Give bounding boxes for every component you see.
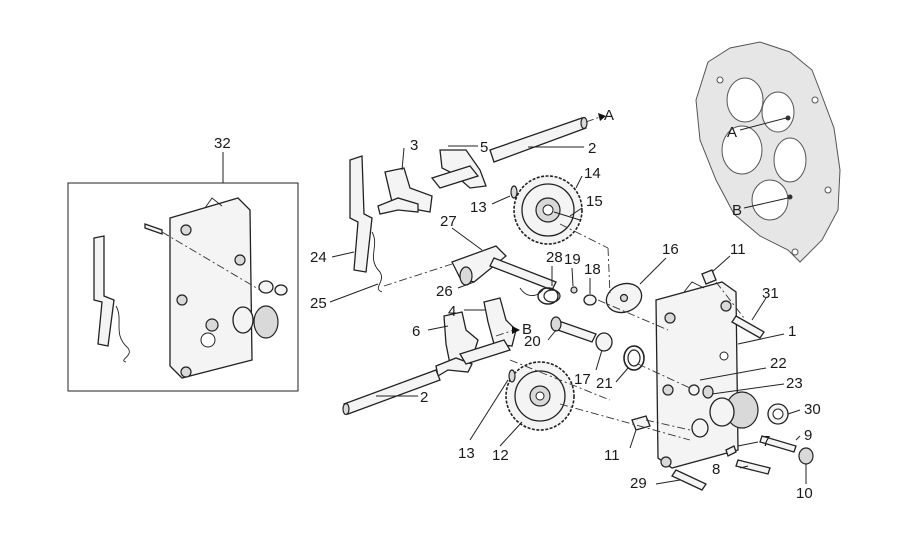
index-plate [605,257,667,314]
callout-6: 6 [412,323,420,340]
drum-shaft-group [547,316,645,383]
callout-5: 5 [480,139,488,156]
callout-22: 22 [770,355,787,372]
lower-gear-assembly [469,361,575,447]
upper-selector-shaft [489,113,606,163]
main-cover-plate [655,281,785,469]
callout-28: 28 [546,249,563,266]
callout-10: 10 [796,485,813,502]
callout-2-upper: 2 [588,140,596,157]
upper-shift-forks [377,145,487,215]
selector-shaft [451,227,557,296]
callout-13-lower: 13 [458,445,475,462]
shaft-spring-group [537,266,597,306]
ref-b-shaft: B [522,321,532,338]
callout-27: 27 [440,213,457,230]
detent-lever [329,155,383,303]
assembly-lines [383,223,745,441]
callout-32: 32 [214,135,231,152]
callout-18: 18 [584,261,601,278]
callout-31: 31 [762,285,779,302]
bolts [629,255,767,491]
ref-b-housing: B [732,202,742,219]
callout-3: 3 [410,137,418,154]
ref-a-housing: A [727,124,737,141]
callout-9: 9 [804,427,812,444]
callout-26: 26 [436,283,453,300]
callout-24: 24 [310,249,327,266]
callout-25: 25 [310,295,327,312]
callout-12: 12 [492,447,509,464]
callout-11-upper: 11 [730,241,746,258]
ref-a-shaft: A [604,107,614,124]
callout-15: 15 [586,193,603,210]
callout-1: 1 [788,323,796,340]
callout-29: 29 [630,475,647,492]
callout-21: 21 [596,375,613,392]
callout-8: 8 [712,461,720,478]
callout-7: 7 [762,433,770,450]
callout-2-lower: 2 [420,389,428,406]
callout-16: 16 [662,241,679,258]
callout-19: 19 [564,251,581,268]
upper-gear-assembly [491,175,583,245]
callout-23: 23 [786,375,803,392]
callout-13-upper: 13 [470,199,487,216]
callout-11-lower: 11 [604,447,620,464]
callout-14: 14 [584,165,601,182]
inset-box [67,152,299,392]
callout-4: 4 [448,303,456,320]
lower-shift-forks [427,297,520,378]
lower-selector-shaft [342,369,441,416]
callout-17: 17 [574,371,591,388]
gearbox-housing [695,41,841,263]
callout-30: 30 [804,401,821,418]
small-fittings [688,367,814,484]
callout-20: 20 [524,333,541,350]
